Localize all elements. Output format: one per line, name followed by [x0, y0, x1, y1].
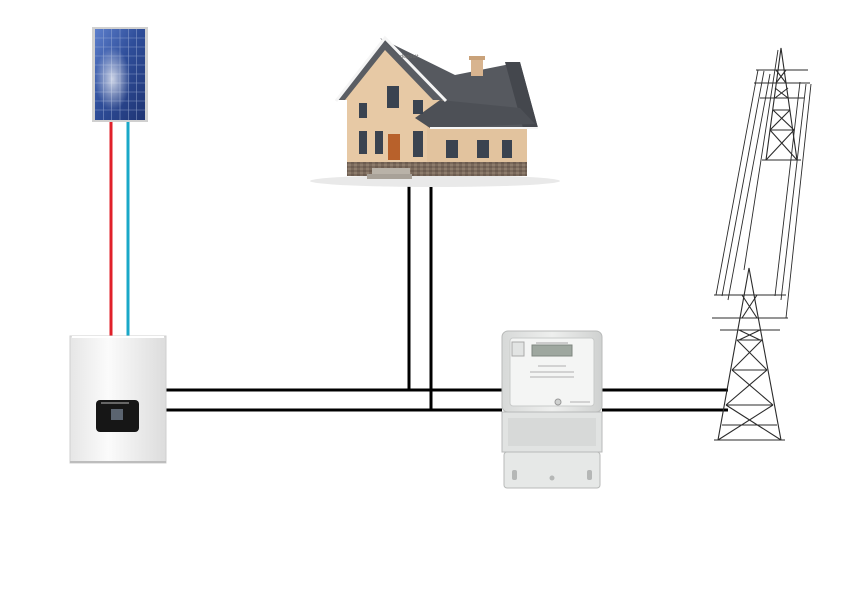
electricity-meter-icon [501, 330, 603, 489]
house-icon: deposit [310, 35, 560, 187]
transmission-tower-icon [712, 47, 812, 441]
wires [109, 120, 728, 412]
inverter-icon [69, 335, 167, 464]
house-watermark: deposit [400, 54, 418, 60]
transmission-tower-far [754, 47, 810, 161]
solar-panel-icon [92, 27, 148, 122]
transmission-tower-near [712, 267, 788, 441]
power-lines [715, 49, 812, 319]
meter-display [531, 344, 573, 357]
